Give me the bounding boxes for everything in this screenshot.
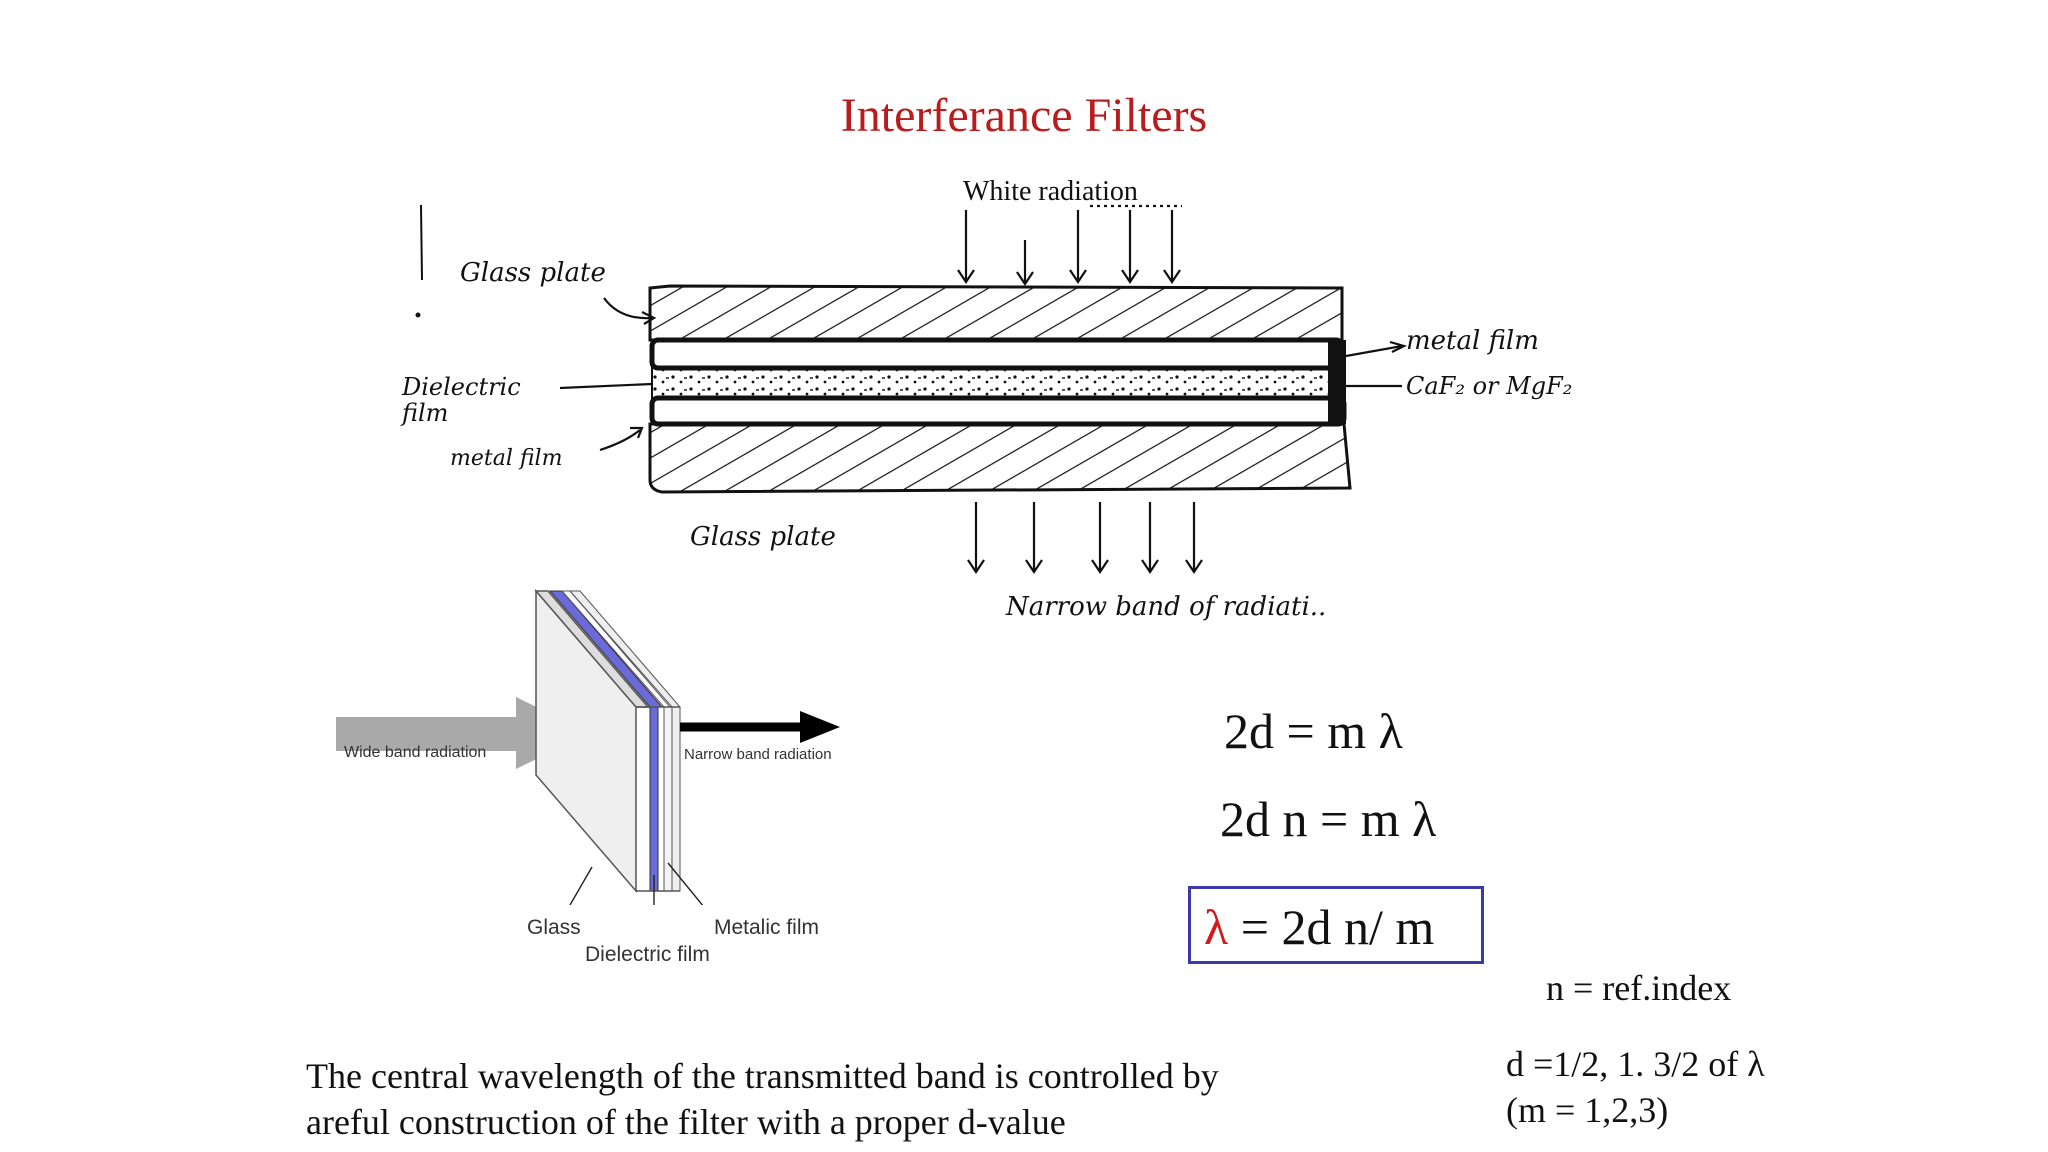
filter-3d-figure <box>336 588 840 905</box>
wide-band-arrow <box>336 697 590 769</box>
wide-band-label: Wide band radiation <box>344 744 487 761</box>
m-values-note: (m = 1,2,3) <box>1506 1090 1669 1130</box>
slide-title: Interferance Filters <box>840 89 1208 142</box>
narrow-band-arrow <box>800 711 840 743</box>
glass-plate-bottom-label: Glass plate <box>690 522 836 552</box>
filter-sketch <box>415 204 1408 574</box>
refractive-index-note: n = ref.index <box>1546 968 1732 1008</box>
top-metal-film <box>649 337 1345 371</box>
glass-label: Glass <box>527 916 581 939</box>
metallic-film-label: Metalic film <box>714 916 820 939</box>
equation-wavelength: λ = 2d n/ m <box>1204 898 1434 956</box>
outgoing-arrows <box>967 502 1203 574</box>
dielectric-label: Dielectric film <box>585 943 710 966</box>
incoming-arrows <box>957 204 1182 286</box>
metal-film-left-label: metal film <box>450 446 563 471</box>
highlighted-equation-box <box>1188 886 1484 964</box>
bottom-metal-film <box>649 395 1347 427</box>
metal-film-right-label: metal film <box>1406 326 1539 356</box>
bottom-glass-plate <box>648 422 1352 494</box>
d-values-note: d =1/2, 1. 3/2 of λ <box>1506 1044 1765 1084</box>
description-line-2: areful construction of the filter with a… <box>306 1102 1066 1142</box>
glass-plate-top-label: Glass plate <box>460 258 606 288</box>
lambda-symbol: λ <box>1204 899 1229 955</box>
equation-bragg: 2d = m λ <box>1224 703 1403 759</box>
top-glass-plate <box>648 284 1344 342</box>
dielectric-film-label: Dielectric film <box>402 373 521 427</box>
equation-with-index: 2d n = m λ <box>1220 791 1437 847</box>
dielectric-layer <box>651 367 1343 399</box>
narrow-band-label: Narrow band of radiati.. <box>1006 592 1327 622</box>
narrow-band-radiation-label: Narrow band radiation <box>684 746 832 763</box>
coating-label: CaF₂ or MgF₂ <box>1406 372 1573 400</box>
white-radiation-label: White radiation <box>963 176 1138 207</box>
description-text: The central wavelength of the transmitte… <box>306 1053 1219 1145</box>
description-line-1: The central wavelength of the transmitte… <box>306 1056 1219 1096</box>
equation-wavelength-rest: = 2d n/ m <box>1228 899 1435 955</box>
